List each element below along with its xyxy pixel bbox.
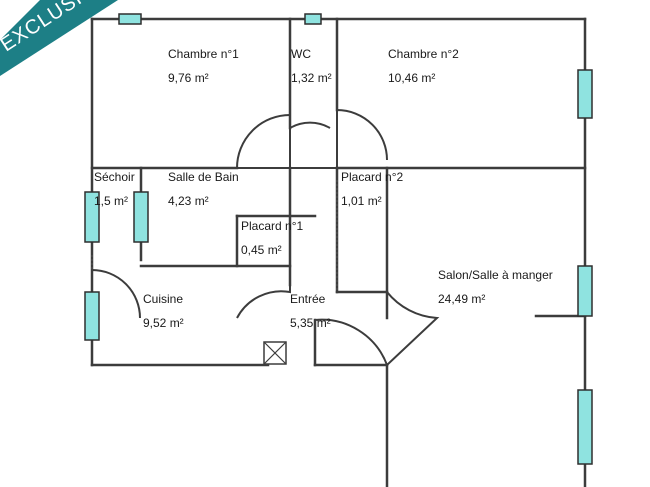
room-area: 10,46 m²	[388, 71, 435, 85]
room-area: 9,76 m²	[168, 71, 209, 85]
room-name: Cuisine	[143, 292, 183, 306]
room-labels: Chambre n°1 9,76 m² WC 1,32 m² Chambre n…	[94, 47, 553, 330]
duct-box	[263, 341, 287, 365]
room-area: 1,01 m²	[341, 194, 382, 208]
dashed-openings	[91, 180, 338, 290]
doors	[91, 108, 440, 367]
room-area: 5,35 m²	[290, 316, 331, 330]
room-name: Placard n°1	[241, 219, 303, 233]
window-right-salon	[577, 265, 593, 317]
walls	[90, 17, 587, 487]
room-name: Chambre n°1	[168, 47, 239, 61]
room-name: Séchoir	[94, 170, 135, 184]
window-sechoir-inner	[133, 191, 149, 243]
room-area: 4,23 m²	[168, 194, 209, 208]
room-name: Salon/Salle à manger	[438, 268, 553, 282]
room-name: Entrée	[290, 292, 326, 306]
exclusivity-ribbon: EXCLUSIVITÉ	[0, 0, 127, 76]
window-top-left	[118, 13, 142, 25]
room-area: 1,5 m²	[94, 194, 128, 208]
window-right-lower	[577, 389, 593, 465]
window-left-cuisine	[84, 291, 100, 341]
room-name: Placard n°2	[341, 170, 403, 184]
room-name: Salle de Bain	[168, 170, 239, 184]
window-top-wc	[304, 13, 322, 25]
room-name: Chambre n°2	[388, 47, 459, 61]
room-area: 24,49 m²	[438, 292, 485, 306]
room-area: 0,45 m²	[241, 243, 282, 257]
ribbon-band	[0, 0, 118, 76]
window-left-sechoir	[84, 191, 100, 243]
windows	[84, 13, 593, 465]
window-right-chambre2	[577, 69, 593, 119]
room-name: WC	[291, 47, 311, 61]
room-area: 9,52 m²	[143, 316, 184, 330]
room-area: 1,32 m²	[291, 71, 332, 85]
